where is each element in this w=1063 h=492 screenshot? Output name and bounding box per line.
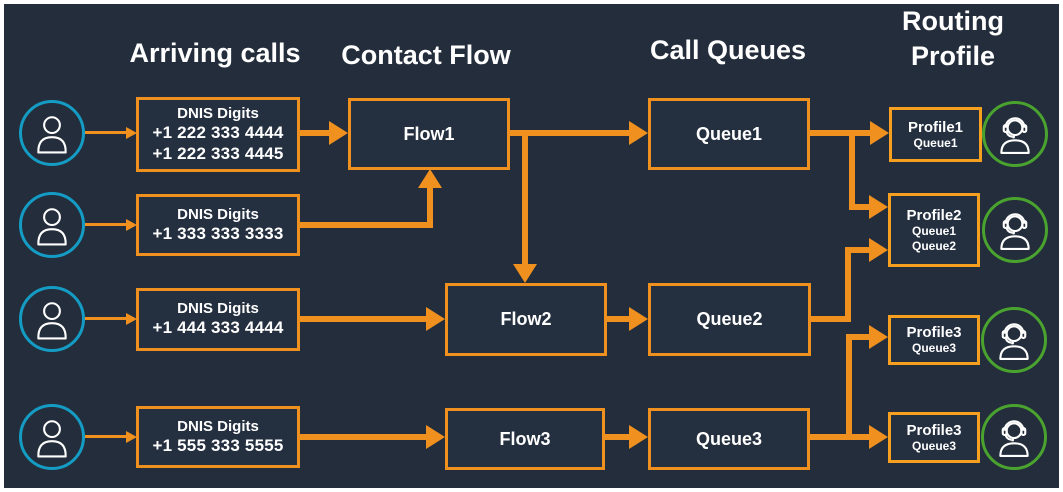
dnis-number: +1 444 333 4444	[152, 318, 284, 338]
arrowhead	[869, 238, 888, 262]
arrow-dnis4-flow3	[300, 434, 426, 440]
caller-avatar	[19, 100, 85, 166]
queue-label: Queue2	[696, 309, 763, 329]
arrowhead	[869, 425, 888, 449]
caller-avatar	[19, 192, 85, 258]
flow-label: Flow1	[403, 123, 455, 144]
headset-agent-icon	[1000, 213, 1030, 250]
dnis-box-2: DNIS Digits +1 333 333 3333	[136, 194, 300, 256]
arrowhead	[126, 431, 137, 443]
arrow-queue2-profile2-exit	[811, 316, 848, 322]
flow-box-2: Flow2	[445, 283, 607, 356]
dnis-number: +1 222 333 4445	[152, 143, 284, 163]
dnis-number: +1 555 333 5555	[152, 435, 284, 455]
profile-queue: Queue1	[913, 135, 958, 150]
dnis-box-3: DNIS Digits +1 444 333 4444	[136, 288, 300, 351]
headset-agent-icon	[1000, 117, 1030, 154]
flow-box-3: Flow3	[445, 408, 605, 470]
arrow-queue2-profile2-horizontal	[845, 247, 869, 253]
profile-box-1: Profile1 Queue1	[889, 107, 982, 162]
caller-avatar	[19, 404, 85, 470]
arrowhead	[126, 313, 137, 325]
profile-queue: Queue3	[911, 438, 956, 453]
profile-box-4: Profile3 Queue3	[888, 412, 980, 463]
headset-agent-icon	[999, 323, 1029, 360]
agent-avatar	[981, 307, 1047, 373]
caller-avatar	[19, 286, 85, 352]
agent-avatar	[982, 197, 1048, 263]
arrow-queue1-profile2-vertical	[849, 130, 855, 210]
person-icon	[37, 116, 67, 154]
arrowhead	[629, 121, 648, 145]
arrow-flow1-queue1	[510, 130, 629, 136]
flow-label: Flow3	[499, 428, 551, 449]
arrow-dnis2-flow1-horizontal	[300, 222, 433, 228]
profile-label: Profile3	[906, 324, 962, 342]
queue-box-2: Queue2	[648, 283, 811, 356]
arrow-queue3-profile4	[810, 434, 869, 440]
arrowhead	[126, 219, 137, 231]
queue-label: Queue1	[695, 123, 763, 144]
dnis-box-1: DNIS Digits +1 222 333 4444 +1 222 333 4…	[136, 97, 300, 172]
person-icon	[37, 420, 67, 458]
profile-label: Profile2	[906, 206, 962, 224]
arrow-caller2-dnis2	[85, 223, 127, 226]
agent-avatar	[981, 404, 1047, 470]
arrow-queue2-profile2-vertical	[845, 247, 851, 322]
header-arriving-calls: Arriving calls	[129, 38, 301, 68]
agent-avatar	[982, 101, 1048, 167]
headset-agent-icon	[999, 420, 1029, 457]
flow-label: Flow2	[500, 309, 552, 329]
dnis-number: +1 222 333 4444	[152, 123, 284, 143]
arrowhead	[418, 169, 442, 188]
arrow-caller3-dnis3	[85, 317, 127, 320]
arrow-queue1-profile1	[810, 130, 870, 136]
dnis-box-4: DNIS Digits +1 555 333 5555	[136, 406, 300, 468]
dnis-title: DNIS Digits	[177, 300, 259, 318]
arrowhead	[126, 127, 137, 139]
profile-queue: Queue1	[911, 224, 956, 239]
flow-box-1: Flow1	[348, 98, 510, 170]
arrow-flow3-queue3	[605, 434, 629, 440]
arrow-dnis1-flow1	[300, 130, 331, 136]
arrow-queue1-profile2-horizontal	[849, 204, 870, 210]
arrowhead	[629, 307, 648, 331]
profile-label: Profile3	[906, 421, 962, 439]
profile-box-2: Profile2 Queue1 Queue2	[888, 193, 980, 267]
arrowhead	[426, 307, 445, 331]
arrow-caller4-dnis4	[85, 435, 127, 438]
arrowhead	[329, 121, 348, 145]
queue-label: Queue3	[695, 428, 763, 449]
person-icon	[37, 302, 67, 340]
queue-box-1: Queue1	[648, 98, 810, 170]
arrow-flow2-queue2	[607, 316, 629, 322]
header-routing-profile: Routing Profile	[902, 6, 1004, 71]
arrowhead	[869, 195, 888, 219]
arrow-queue3-profile3-vertical	[846, 334, 852, 440]
arrow-dnis2-flow1-vertical	[427, 188, 433, 228]
arrowhead	[513, 264, 537, 283]
header-contact-flow: Contact Flow	[341, 40, 511, 70]
queue-box-3: Queue3	[648, 408, 810, 470]
profile-label: Profile1	[907, 118, 964, 136]
arrowhead	[869, 325, 888, 349]
arrow-dnis3-flow2	[300, 316, 426, 322]
profile-queue: Queue3	[911, 341, 956, 356]
dnis-title: DNIS Digits	[177, 205, 259, 223]
dnis-title: DNIS Digits	[177, 105, 259, 123]
arrowhead	[426, 425, 445, 449]
arrow-queue3-profile3-horizontal	[846, 334, 869, 340]
arrow-flow1-flow2-vertical	[522, 133, 528, 265]
arrowhead	[870, 121, 889, 145]
profile-queue: Queue2	[911, 238, 956, 253]
dnis-number: +1 333 333 3333	[152, 223, 284, 243]
arrowhead	[629, 425, 648, 449]
person-icon	[37, 208, 67, 246]
arrow-caller1-dnis1	[85, 131, 127, 134]
profile-box-3: Profile3 Queue3	[888, 315, 980, 365]
dnis-title: DNIS Digits	[177, 417, 259, 435]
header-call-queues: Call Queues	[649, 35, 807, 65]
